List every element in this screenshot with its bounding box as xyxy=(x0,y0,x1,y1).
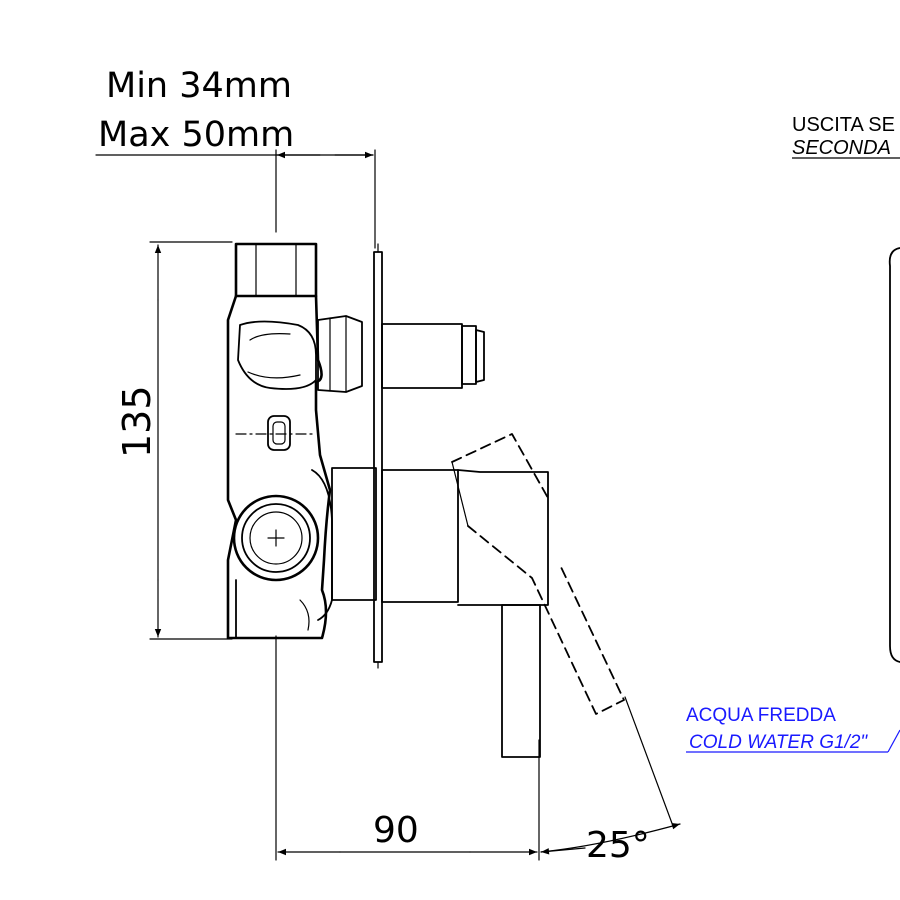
wall-max-label: Max 50mm xyxy=(98,115,294,155)
height-dimension-label: 135 xyxy=(115,385,159,458)
depth-dimension-label: 90 xyxy=(373,810,419,851)
depth-dimension xyxy=(275,635,540,861)
wall-thickness-dimension xyxy=(95,149,376,249)
outlet-label-english: SECONDA xyxy=(792,137,891,159)
wall-min-label: Min 34mm xyxy=(106,66,292,106)
height-dimension xyxy=(149,241,233,640)
angle-dimension-label: 25° xyxy=(586,825,650,866)
front-view-outline xyxy=(888,247,900,663)
cold-water-label-english: COLD WATER G1/2" xyxy=(689,732,868,753)
valve-body xyxy=(226,242,333,640)
cold-water-leader xyxy=(887,729,900,753)
outlet-label-italian: USCITA SE xyxy=(792,114,895,136)
mixer-lever xyxy=(331,433,625,758)
diverter-stem xyxy=(317,315,485,393)
side-port xyxy=(267,415,291,451)
angle-dimension xyxy=(540,696,681,855)
cold-water-label-italian: ACQUA FREDDA xyxy=(686,705,836,726)
